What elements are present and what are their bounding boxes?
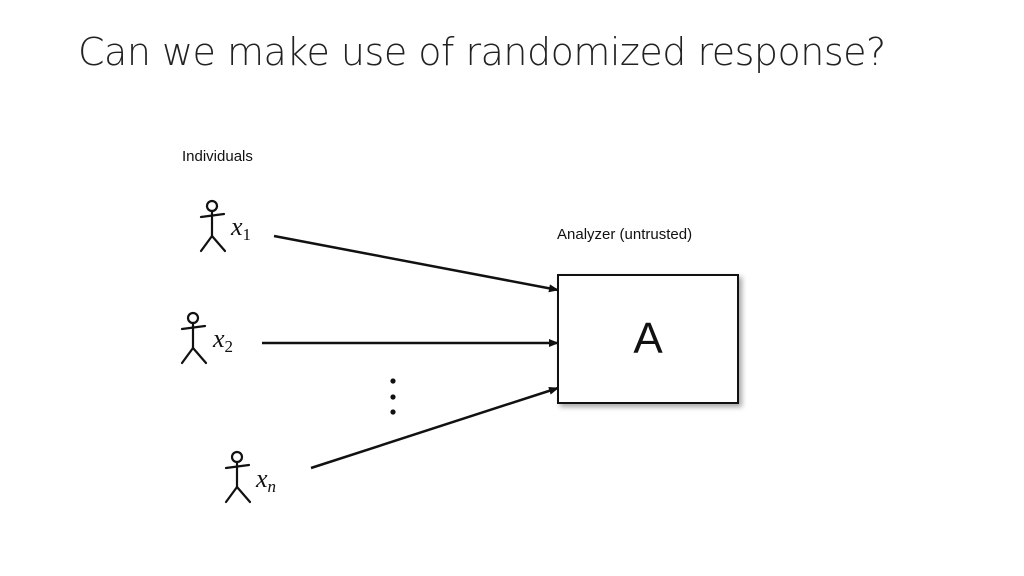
- individual-label-1: x1: [231, 212, 251, 245]
- individual-symbol: x: [256, 464, 268, 493]
- individual-subscript: 1: [242, 225, 252, 244]
- analyzer-box-label: A: [633, 314, 663, 363]
- arrow-x1-to-analyzer: [273, 234, 559, 293]
- vertical-ellipsis: [390, 378, 396, 415]
- individual-label-n: xn: [256, 464, 276, 497]
- slide-title: Can we make use of randomized response?: [78, 30, 886, 74]
- analyzer-box: A: [557, 274, 739, 404]
- person-icon: [224, 450, 252, 504]
- person-icon: [199, 199, 227, 253]
- individual-subscript: 2: [224, 337, 234, 356]
- individual-symbol: x: [231, 212, 243, 241]
- individual-symbol: x: [213, 324, 225, 353]
- analyzer-label: Analyzer (untrusted): [557, 226, 693, 243]
- individual-subscript: n: [267, 477, 277, 496]
- individuals-label: Individuals: [182, 148, 253, 165]
- individual-label-2: x2: [213, 324, 233, 357]
- arrow-xn-to-analyzer: [310, 386, 559, 470]
- person-icon: [180, 311, 208, 365]
